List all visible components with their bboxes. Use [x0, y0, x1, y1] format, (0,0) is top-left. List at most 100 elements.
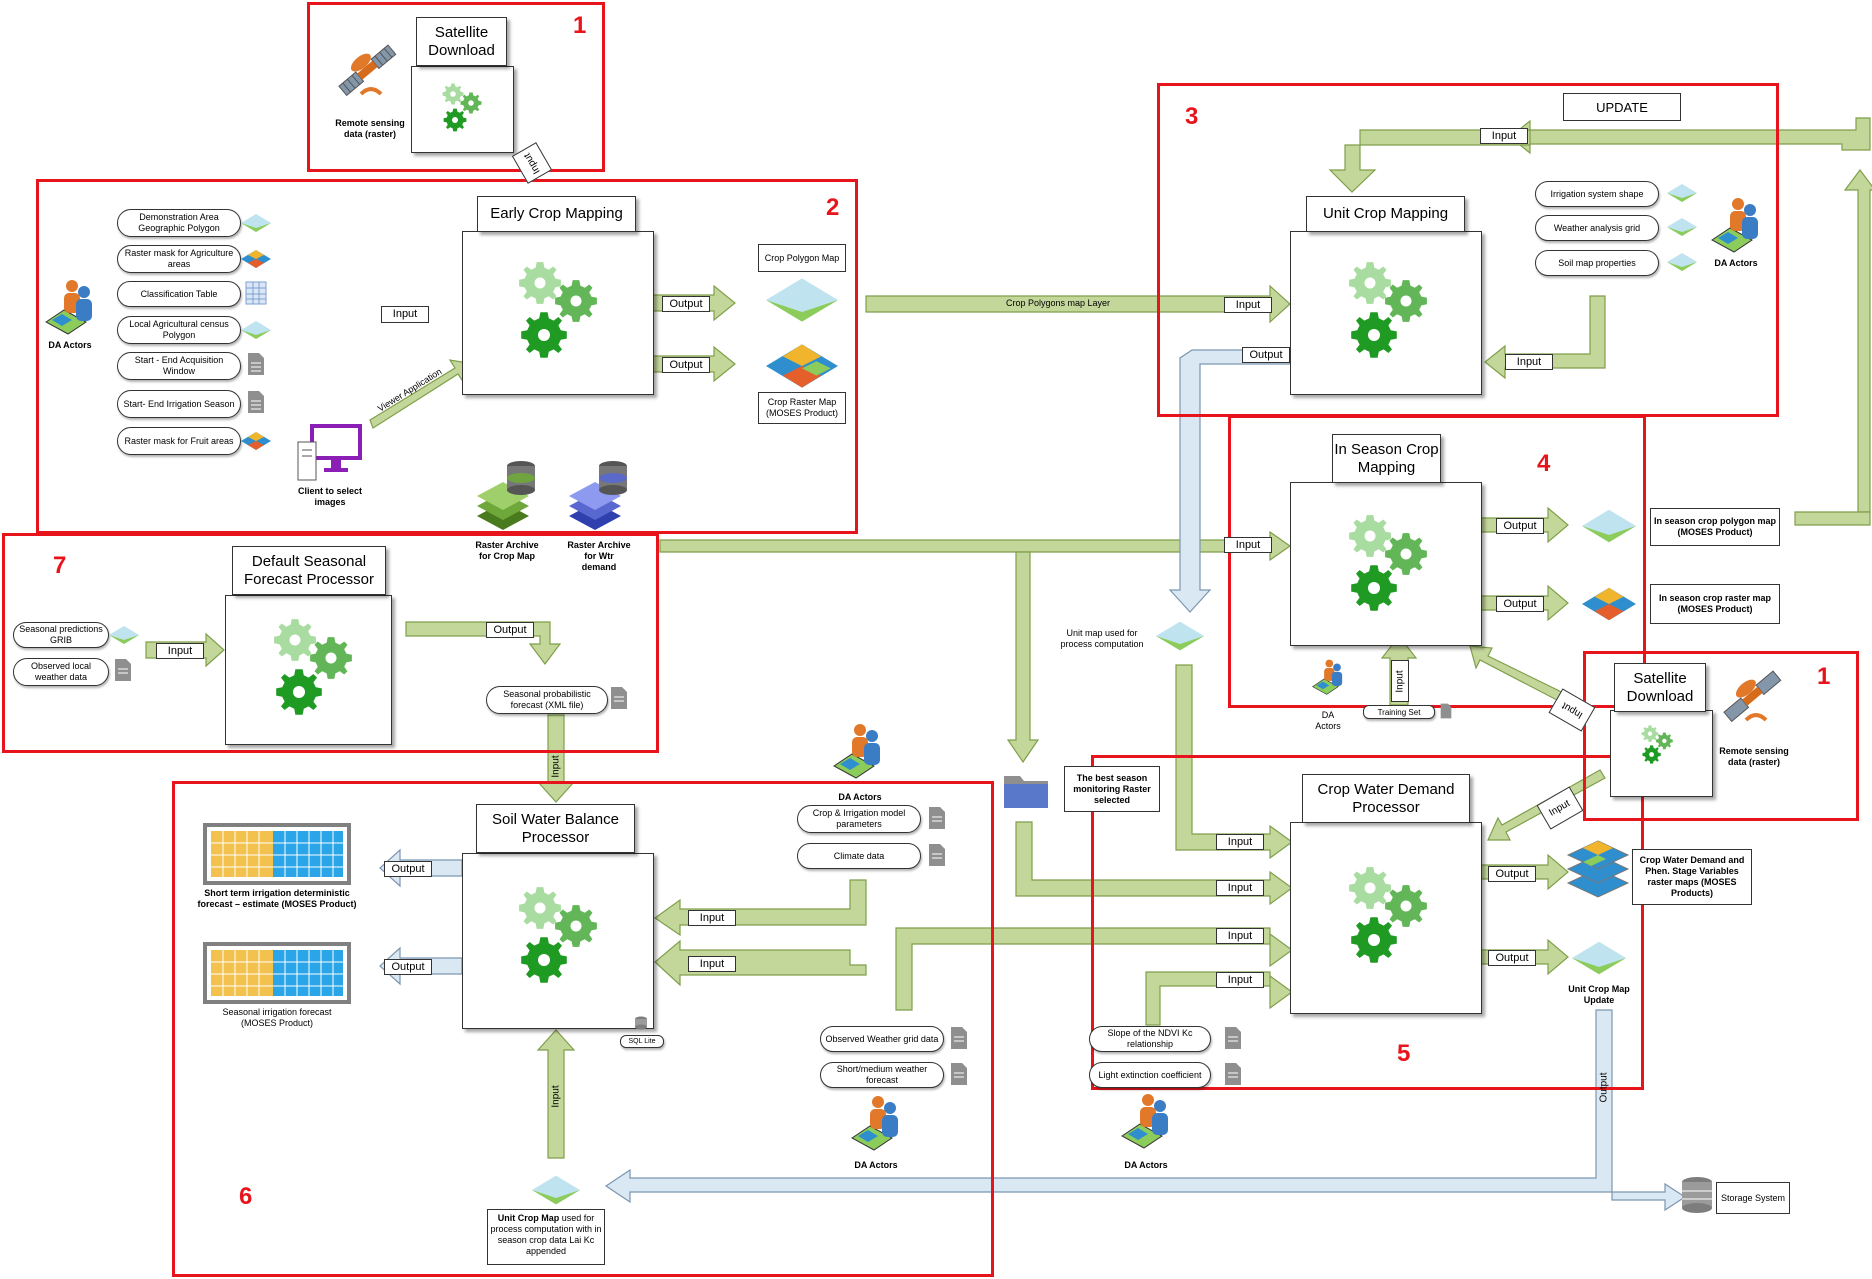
seasonal-output: Output: [486, 622, 534, 638]
satellite-download-top-box[interactable]: [411, 66, 514, 153]
cwd-output-1: Output: [1488, 866, 1536, 882]
unit-crop-mapping-title: Unit Crop Mapping: [1306, 196, 1465, 232]
seasonal-forecast-file: Seasonal probabilistic forecast (XML fil…: [486, 686, 608, 714]
soil-water-balance-box[interactable]: [462, 853, 654, 1029]
computer-icon: [297, 424, 362, 481]
polygon-map-icon: [1667, 184, 1697, 202]
soil-input-2: Input: [688, 956, 736, 972]
gear-icon: [1349, 262, 1427, 358]
document-icon: [1225, 1027, 1241, 1049]
in-season-crop-mapping-box[interactable]: [1290, 482, 1482, 646]
crop-water-demand-box[interactable]: [1290, 822, 1482, 1014]
gear-icon: [442, 83, 482, 132]
section-number-1-right: 1: [1817, 663, 1831, 690]
input-pill-slope: Slope of the NDVI Kc relationship: [1089, 1026, 1211, 1052]
gear-icon: [1349, 867, 1427, 963]
polygon-map-icon: [241, 214, 271, 232]
satellite-icon: [338, 44, 397, 97]
unit-crop-output: Output: [1242, 347, 1290, 363]
input-pill-short-medium: Short/medium weather forecast: [820, 1062, 944, 1088]
cwd-input-2: Input: [1216, 880, 1264, 896]
raster-archive-crop-icon: [477, 461, 535, 530]
input-pill-irrigation-system: Irrigation system shape: [1535, 181, 1659, 207]
section-box-1-top: [307, 2, 605, 172]
document-icon: [611, 687, 627, 709]
input-pill-irrigation-season: Start- End Irrigation Season: [117, 390, 241, 418]
satellite-download-right-title: Satellite Download: [1614, 663, 1706, 712]
cwd-maps-label: Crop Water Demand and Phen. Stage Variab…: [1632, 849, 1752, 905]
in-season-polygon-map-label: In season crop polygon map (MOSES Produc…: [1650, 508, 1780, 546]
input-pill-climate: Climate data: [797, 843, 921, 869]
section-number-6: 6: [239, 1183, 253, 1210]
early-output-1: Output: [662, 296, 710, 312]
input-pill-light-extinction: Light extinction coefficient: [1089, 1062, 1211, 1088]
unit-crop-used-label: Unit Crop Map used for process computati…: [487, 1209, 605, 1265]
short-term-forecast-label: Short term irrigation deterministic fore…: [197, 888, 357, 909]
input-pill-census-polygon: Local Agricultural census Polygon: [117, 316, 241, 344]
soil-water-balance-title: Soil Water Balance Processor: [476, 804, 635, 853]
da-actors-label: DA Actors: [854, 1160, 898, 1170]
polygon-map-icon: [766, 278, 838, 322]
early-crop-mapping-box[interactable]: [462, 231, 654, 395]
unit-crop-input-bottom: Input: [1505, 354, 1553, 370]
unit-crop-input-top: Input: [1480, 128, 1528, 144]
actors-icon: [851, 1096, 898, 1151]
polygon-map-icon: [1667, 218, 1697, 236]
crop-raster-map-label: Crop Raster Map (MOSES Product): [758, 392, 846, 424]
gear-icon: [519, 262, 597, 358]
document-icon: [1440, 703, 1452, 719]
satellite-download-right-box[interactable]: [1610, 710, 1713, 797]
best-season-label: The best season monitoring Raster select…: [1064, 766, 1160, 812]
section-box-4: [1228, 415, 1646, 708]
input-pill-seasonal-grib: Seasonal predictions GRIB: [13, 622, 109, 648]
soil-output-2: Output: [384, 959, 432, 975]
seasonal-input-down: Input: [550, 754, 562, 778]
polygon-map-icon: [1572, 941, 1626, 975]
input-pill-acquisition-window: Start - End Acquisition Window: [117, 352, 241, 380]
update-label: UPDATE: [1563, 93, 1681, 121]
seasonal-input: Input: [156, 643, 204, 659]
gear-icon: [1641, 725, 1673, 764]
in-season-output-1: Output: [1496, 518, 1544, 534]
da-actors-label: DA Actors: [1714, 258, 1758, 268]
training-input-label: Input: [1391, 660, 1409, 702]
polygon-map-icon: [241, 321, 271, 339]
in-season-input: Input: [1224, 537, 1272, 553]
crop-polygons-layer-label: Crop Polygons map Layer: [1006, 298, 1111, 308]
document-icon: [248, 353, 264, 375]
in-season-output-2: Output: [1496, 596, 1544, 612]
polygon-map-icon: [1582, 509, 1636, 543]
cwd-output-down: Output: [1598, 1071, 1610, 1103]
table-icon: [245, 281, 267, 305]
raster-map-icon: [766, 344, 838, 388]
in-season-crop-mapping-title: In Season Crop Mapping: [1332, 434, 1441, 483]
polygon-map-icon: [1156, 621, 1204, 651]
input-pill-soil-map: Soil map properties: [1535, 250, 1659, 276]
raster-archive-wtr-icon: [569, 461, 627, 530]
early-output-2: Output: [662, 357, 710, 373]
polygon-map-icon: [532, 1175, 580, 1205]
unit-map-used-label: Unit map used for process computation: [1060, 628, 1144, 649]
seasonal-irrigation-label: Seasonal irrigation forecast (MOSES Prod…: [222, 1007, 332, 1028]
crop-water-demand-title: Crop Water Demand Processor: [1302, 774, 1470, 823]
unit-crop-used-bold: Unit Crop Map: [497, 1213, 560, 1223]
storage-system-label: Storage System: [1716, 1182, 1790, 1214]
seasonal-forecast-box[interactable]: [225, 595, 392, 745]
forecast-grid-icon: [203, 942, 351, 1004]
document-icon: [951, 1027, 967, 1049]
da-actors-label: DA Actors: [1124, 1160, 1168, 1170]
remote-sensing-top-label: Remote sensing data (raster): [335, 118, 405, 139]
section-box-5: [1091, 755, 1644, 1090]
section-box-1-right: [1583, 651, 1859, 821]
raster-archive-crop-label: Raster Archive for Crop Map: [475, 540, 539, 561]
section-number-5: 5: [1397, 1040, 1411, 1067]
polygon-map-icon: [109, 626, 139, 644]
unit-crop-mapping-box[interactable]: [1290, 231, 1482, 395]
soil-input-1: Input: [688, 910, 736, 926]
raster-map-icon: [1582, 587, 1636, 621]
da-actors-label: DA Actors: [1315, 710, 1341, 731]
satellite-download-top-title: Satellite Download: [416, 17, 507, 66]
input-pill-demonstration-area: Demonstration Area Geographic Polygon: [117, 209, 241, 237]
crop-polygon-map-label: Crop Polygon Map: [758, 244, 846, 272]
polygon-map-icon: [1667, 253, 1697, 271]
